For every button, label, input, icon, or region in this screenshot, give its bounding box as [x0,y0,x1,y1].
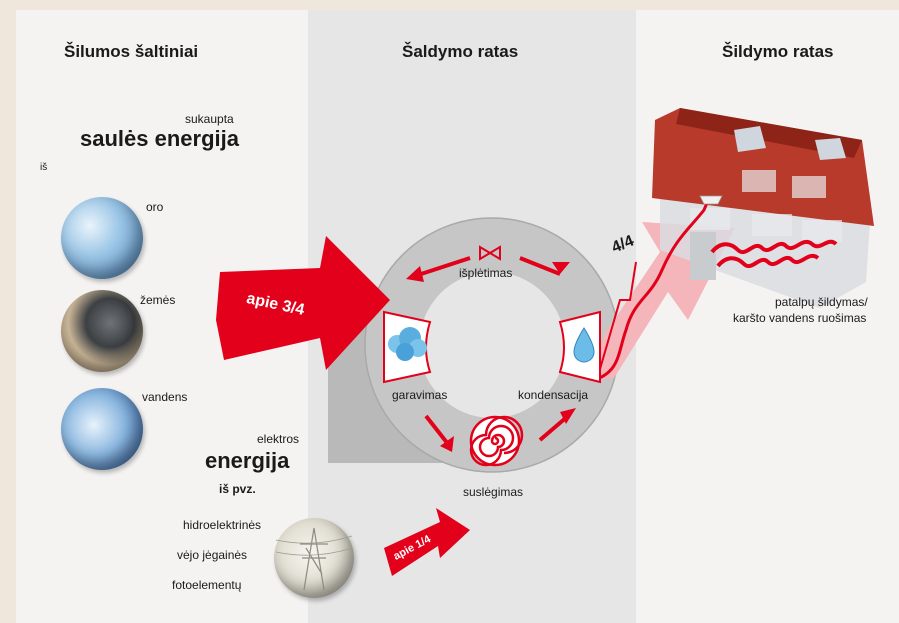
electric-input-arrow [384,508,470,576]
solar-cells-label: fotoelementų [172,578,242,592]
hydro-label: hidroelektrinės [183,518,262,532]
space-heating-label: patalpų šildymas/ [775,295,868,309]
expansion-label: išplėtimas [459,266,513,280]
wind-label: vėjo jėgainės [177,548,248,562]
arrow-to-condensation [538,414,570,442]
condensation-label: kondensacija [518,388,589,402]
air-source-sphere [61,197,143,279]
arrowhead-top-right [552,262,570,274]
arrowhead-bottom-left [440,436,454,452]
electric-energy-label: energija [205,448,290,473]
heating-cycle-title: Šildymo ratas [722,42,834,61]
ground-label: žemės [140,293,176,307]
power-lines-sphere [274,518,354,598]
arrow-from-condensation [519,256,561,276]
solar-energy-label: saulės energija [80,126,239,151]
arrowhead-bottom-right [560,408,576,424]
evaporation-label: garavimas [392,388,448,402]
spiral-icon [469,415,524,467]
water-drop-icon [573,327,595,363]
from-label: iš [40,162,48,173]
ring-hole [419,272,565,418]
arrowhead-top-left [406,266,424,282]
power-pylon-icon [275,527,353,591]
water-label: vandens [142,390,188,404]
expansion-valve-icon [479,245,492,261]
house-illustration [593,108,874,382]
compression-label: suslėgimas [463,485,524,499]
ground-source-sphere [61,290,143,372]
air-label: oro [146,200,164,214]
arrow-to-evaporation [417,256,471,277]
electric-small-label: elektros [257,432,300,446]
cooling-cycle-title: Šaldymo ratas [402,42,519,61]
cloud-icon [388,327,427,361]
arrow-to-compression [424,414,450,446]
energy-input-arrow [216,236,390,370]
hot-water-label: karšto vandens ruošimas [733,311,867,325]
heat-sources-title: Šilumos šaltiniai [64,42,199,61]
accumulated-label: sukaupta [185,112,234,126]
electric-from-label: iš pvz. [219,482,256,496]
water-source-sphere [61,388,143,470]
